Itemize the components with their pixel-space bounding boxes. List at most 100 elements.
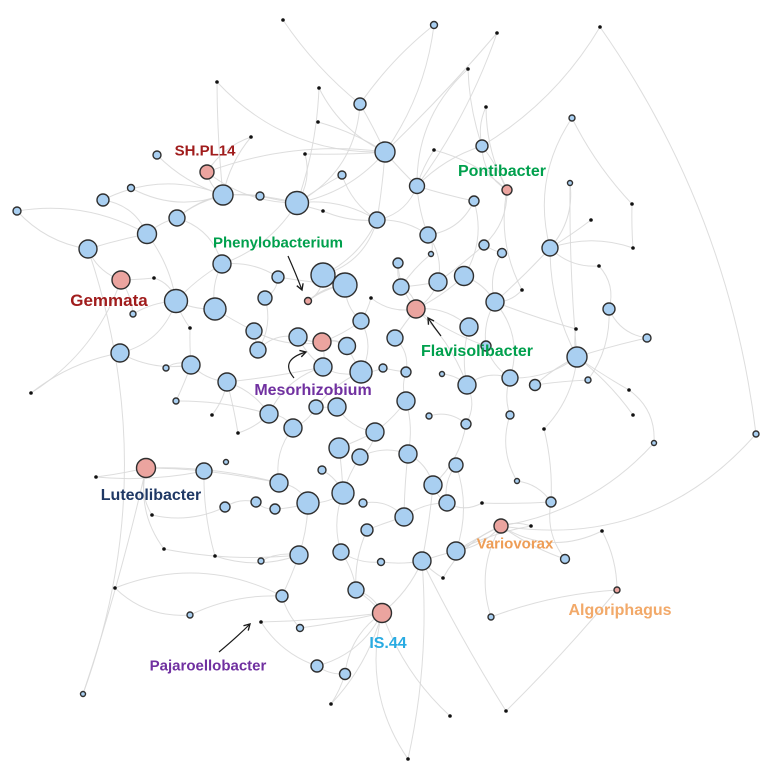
node-mesorhizobium — [312, 332, 332, 352]
network-node — [545, 496, 557, 508]
network-edge — [631, 203, 634, 249]
network-node — [12, 206, 22, 216]
network-node — [310, 262, 336, 288]
network-edge — [543, 356, 578, 430]
network-edge — [95, 470, 205, 480]
network-edge — [407, 560, 425, 760]
annotation-arrow-phenylobacterium — [287, 255, 304, 292]
network-node — [110, 343, 130, 363]
label-pontibacter: Pontibacter — [458, 163, 546, 180]
network-edge — [299, 612, 383, 629]
network-node — [559, 553, 571, 565]
network-node — [438, 370, 446, 378]
network-edge — [500, 442, 655, 527]
network-edge — [576, 356, 634, 416]
network-node — [219, 501, 231, 513]
network-node — [412, 551, 432, 571]
label-pajaroellobacter: Pajaroellobacter — [150, 657, 267, 674]
network-node — [337, 336, 357, 356]
network-node — [528, 378, 542, 392]
network-dot — [94, 475, 98, 479]
network-node — [584, 376, 592, 384]
network-edge — [505, 414, 518, 482]
network-node — [650, 439, 658, 447]
network-node — [186, 611, 194, 619]
network-dot — [542, 427, 546, 431]
network-dot — [529, 524, 533, 528]
network-edge — [467, 68, 483, 147]
network-edge — [576, 337, 648, 358]
network-node — [368, 211, 386, 229]
network-node — [423, 475, 443, 495]
network-edge — [384, 32, 498, 153]
network-dot — [162, 547, 166, 551]
network-edge — [375, 612, 409, 760]
network-node — [642, 333, 652, 343]
network-dot — [210, 413, 214, 417]
network-node — [485, 292, 505, 312]
network-edge — [587, 308, 610, 381]
network-node — [168, 209, 186, 227]
network-node — [475, 139, 489, 153]
network-node — [162, 364, 170, 372]
network-edge — [216, 81, 386, 153]
network-dot — [466, 67, 470, 71]
node-algoriphagus — [613, 586, 621, 594]
network-edge — [569, 182, 578, 358]
network-node — [288, 327, 308, 347]
network-node — [212, 254, 232, 274]
network-node — [457, 375, 477, 395]
network-node — [501, 369, 519, 387]
network-node — [181, 355, 201, 375]
network-edge — [296, 87, 320, 204]
network-dot — [480, 501, 484, 505]
network-edge — [16, 210, 89, 250]
network-node — [428, 272, 448, 292]
network-node — [317, 465, 327, 475]
network-edge — [549, 240, 634, 249]
network-dot — [113, 586, 117, 590]
network-edge — [505, 589, 618, 712]
nodes-layer — [12, 18, 760, 761]
network-edge — [317, 121, 386, 153]
network-node — [398, 444, 418, 464]
network-node — [438, 494, 456, 512]
network-node — [257, 290, 273, 306]
network-node — [212, 184, 234, 206]
network-node — [360, 523, 374, 537]
network-edge — [599, 26, 757, 435]
network-dot — [150, 513, 154, 517]
network-node — [269, 503, 281, 515]
network-node — [392, 278, 410, 296]
node-variovorax — [493, 518, 509, 534]
node-gemmata — [111, 270, 131, 290]
network-edge — [226, 366, 324, 383]
network-edge — [503, 189, 523, 291]
network-dot — [432, 148, 436, 152]
network-edge — [114, 587, 191, 616]
network-node — [126, 183, 136, 193]
network-edge — [571, 117, 633, 205]
network-edge — [608, 308, 648, 339]
network-node — [446, 541, 466, 561]
network-edge — [628, 389, 655, 444]
network-dot — [249, 135, 253, 139]
network-node — [478, 239, 490, 251]
network-node — [129, 310, 137, 318]
network-edge — [216, 81, 224, 196]
network-node — [327, 397, 347, 417]
network-edge — [119, 352, 192, 368]
network-edge — [282, 19, 361, 105]
network-node — [269, 473, 289, 493]
network-node — [453, 265, 475, 287]
network-edge — [206, 148, 386, 173]
network-edge — [549, 182, 572, 249]
network-dot — [152, 276, 156, 280]
network-dot — [631, 413, 635, 417]
network-node — [271, 270, 285, 284]
network-edge — [516, 480, 552, 503]
label-phenylobacterium: Phenylobacterium — [213, 234, 343, 251]
network-node — [96, 193, 110, 207]
annotation-arrow-mesorhizobium — [288, 349, 308, 379]
network-edge — [143, 467, 165, 550]
